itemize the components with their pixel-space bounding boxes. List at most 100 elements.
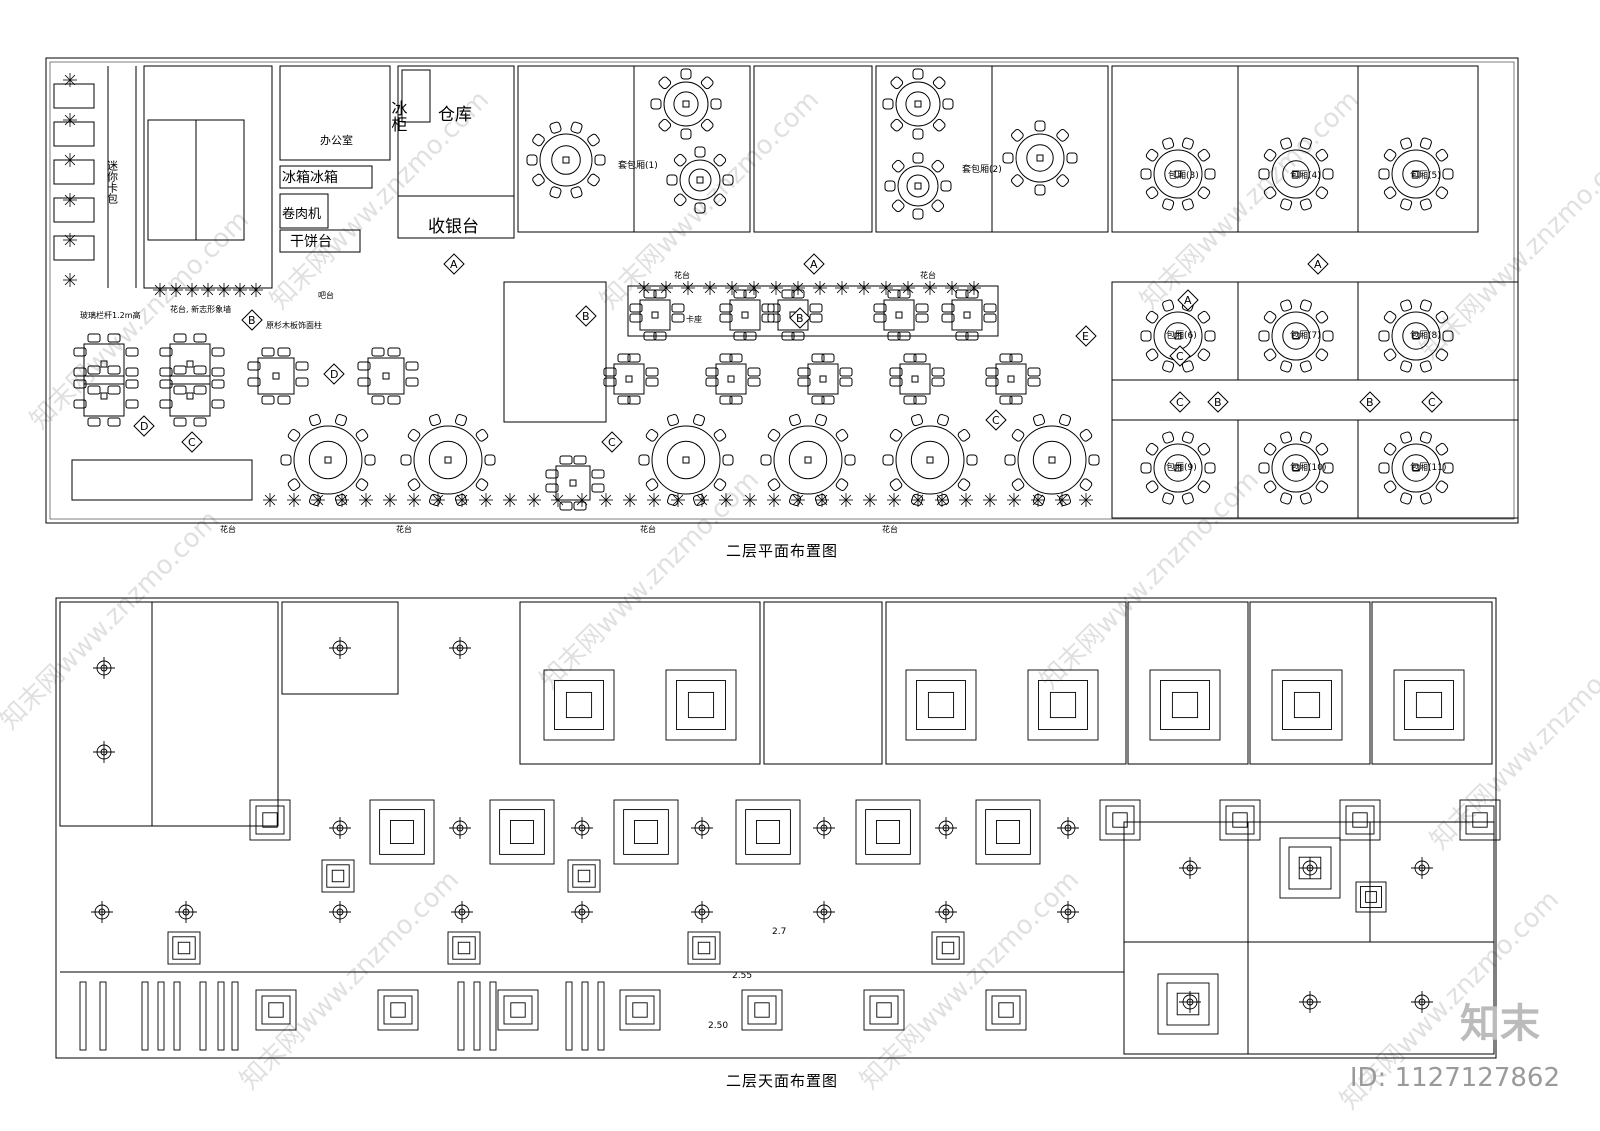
- chair: [1400, 137, 1413, 150]
- ceiling-light: [93, 741, 115, 763]
- svg-text:A: A: [810, 258, 818, 271]
- chair: [710, 98, 722, 110]
- chair: [173, 417, 187, 427]
- planter-note: 花台, 新志形象墙: [170, 304, 231, 314]
- chair: [1400, 198, 1413, 211]
- chair: [743, 289, 757, 299]
- chair: [627, 395, 641, 405]
- ceiling-panel: [255, 989, 297, 1031]
- meat-slicer-label: 卷肉机: [282, 206, 321, 222]
- chair: [767, 478, 781, 491]
- chair: [884, 180, 896, 192]
- ceiling-light: [1057, 901, 1079, 923]
- round-table: [1378, 431, 1454, 505]
- chair: [645, 478, 659, 491]
- plant-symbol: [185, 283, 199, 297]
- round-table: [882, 68, 954, 140]
- height-label: 2.55: [732, 971, 752, 981]
- column-note: 原杉木板饰面柱: [266, 320, 322, 330]
- svg-text:C: C: [992, 414, 1000, 427]
- plant-symbol: [983, 493, 997, 507]
- chair: [1162, 137, 1175, 150]
- chair: [454, 493, 467, 506]
- round-table: [1258, 431, 1334, 505]
- railing-note: 玻璃栏杆1.2m高: [80, 310, 141, 320]
- chair: [371, 347, 385, 357]
- chair: [211, 367, 225, 377]
- plant-symbol: [263, 493, 277, 507]
- linear-light: [597, 981, 605, 1051]
- plant-symbol: [233, 283, 247, 297]
- chair: [887, 289, 901, 299]
- chair: [767, 429, 781, 442]
- chair: [645, 367, 659, 377]
- chair: [125, 379, 139, 389]
- ceiling-light: [1057, 817, 1079, 839]
- planter-label: 花台: [920, 270, 936, 280]
- chair: [1011, 429, 1025, 442]
- chair: [1299, 299, 1312, 312]
- chair: [1435, 310, 1449, 324]
- plant-symbol: [479, 493, 493, 507]
- chair: [1181, 431, 1194, 444]
- chair: [1197, 186, 1211, 200]
- chair: [809, 313, 823, 323]
- chair: [1033, 493, 1046, 506]
- chair: [1197, 148, 1211, 162]
- chair: [638, 454, 650, 466]
- chair: [781, 289, 795, 299]
- ceiling-light: [691, 817, 713, 839]
- chair: [983, 313, 997, 323]
- chair: [1140, 462, 1152, 474]
- section-marker: D: [133, 415, 155, 437]
- svg-text:B: B: [1366, 396, 1374, 409]
- chair: [673, 193, 687, 207]
- chair: [1181, 492, 1194, 505]
- chair: [629, 313, 643, 323]
- chair: [405, 361, 419, 371]
- ceiling-light: [1179, 857, 1201, 879]
- round-table: [638, 414, 734, 506]
- chair: [1419, 360, 1432, 373]
- chair: [1004, 454, 1016, 466]
- plant-symbol: [959, 493, 973, 507]
- svg-text:C: C: [608, 436, 616, 449]
- room-label: 包厢(5): [1410, 169, 1441, 181]
- freezer-label: 冰柜: [389, 100, 408, 132]
- chair: [1383, 186, 1397, 200]
- chair: [658, 76, 672, 90]
- chair: [931, 377, 945, 387]
- square-table: [73, 365, 139, 427]
- chair: [694, 146, 706, 158]
- square-table: [159, 365, 225, 427]
- chair: [1197, 480, 1211, 494]
- chair: [1181, 360, 1194, 373]
- chair: [915, 313, 929, 323]
- chair: [1197, 348, 1211, 362]
- chair: [1280, 137, 1293, 150]
- chair: [1197, 442, 1211, 456]
- chair: [1162, 360, 1175, 373]
- chair: [1322, 462, 1334, 474]
- chair: [1258, 462, 1270, 474]
- ceiling-panel: [985, 989, 1027, 1031]
- ceiling-light: [935, 901, 957, 923]
- plant-symbol: [791, 281, 805, 295]
- chair: [211, 379, 225, 389]
- height-label: 2.7: [772, 927, 786, 937]
- ceiling-light: [93, 657, 115, 679]
- chair: [985, 367, 999, 377]
- chair: [983, 303, 997, 313]
- chair: [1315, 148, 1329, 162]
- ceiling-light: [329, 901, 351, 923]
- section-marker: A: [443, 253, 465, 275]
- chair: [887, 331, 901, 341]
- plant-symbol: [863, 493, 877, 507]
- chair: [912, 68, 924, 80]
- ceiling-panel: [1149, 669, 1221, 741]
- chair: [889, 478, 903, 491]
- chair: [387, 347, 401, 357]
- plant-symbol: [431, 493, 445, 507]
- chair: [645, 429, 659, 442]
- linear-light: [457, 981, 465, 1051]
